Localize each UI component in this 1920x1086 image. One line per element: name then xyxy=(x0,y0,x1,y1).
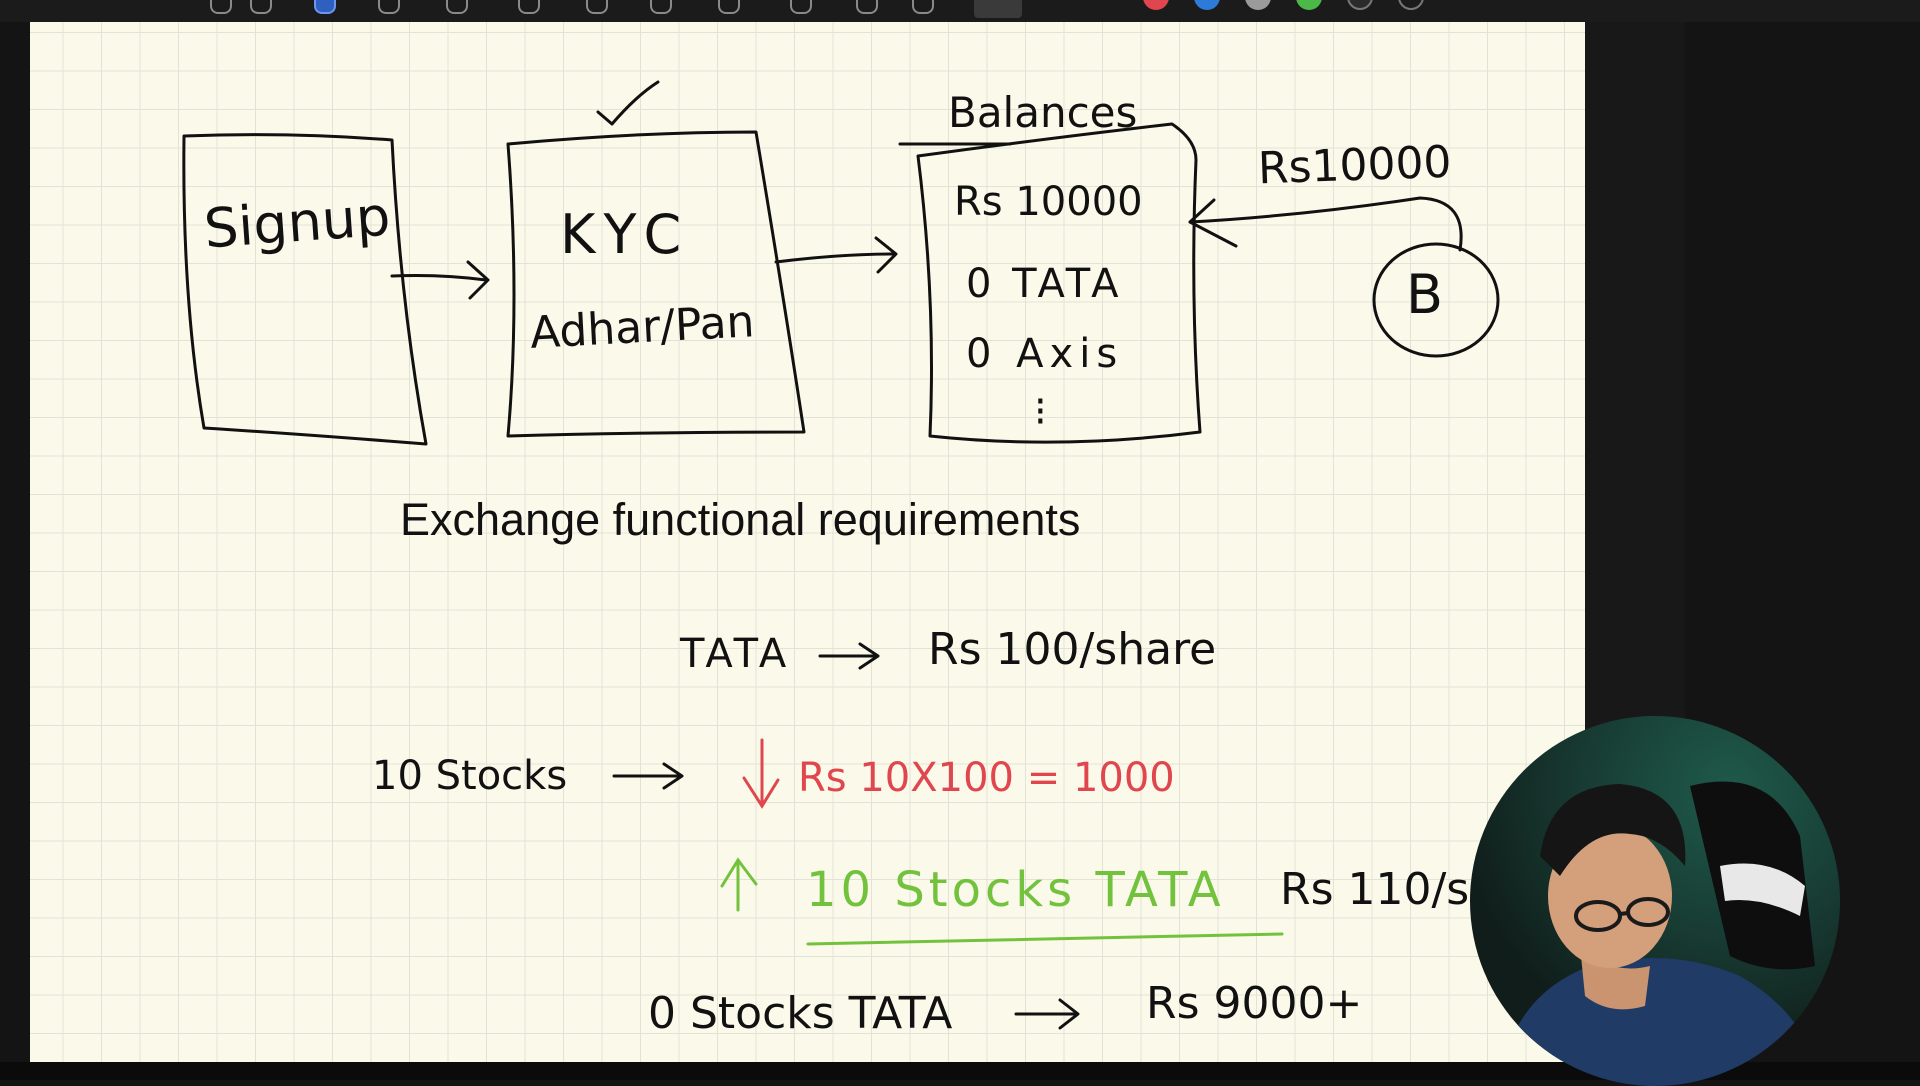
camera-icon[interactable] xyxy=(718,0,740,14)
presenter-webcam xyxy=(1470,716,1840,1086)
balance-row-axis: 0 Axis xyxy=(966,331,1124,377)
color-gray-swatch[interactable] xyxy=(1245,0,1271,10)
image-icon[interactable] xyxy=(586,0,608,14)
sticker-icon[interactable] xyxy=(650,0,672,14)
signup-label: Signup xyxy=(201,184,393,261)
text-icon[interactable] xyxy=(518,0,540,14)
color-red-swatch[interactable] xyxy=(1143,0,1169,10)
kyc-label: KYC xyxy=(560,203,692,266)
bottom-bar xyxy=(0,1062,1920,1080)
balance-row-more: ⁝ xyxy=(1034,389,1047,435)
shape-icon[interactable] xyxy=(446,0,468,14)
bank-node-label: B xyxy=(1406,263,1444,326)
presenter-avatar xyxy=(1500,781,1820,1086)
eraser-icon[interactable] xyxy=(378,0,400,14)
price-left: TATA xyxy=(680,631,791,677)
pen-icon[interactable] xyxy=(210,0,232,14)
color-blue-swatch[interactable] xyxy=(1194,0,1220,10)
kyc-sub-label: Adhar/Pan xyxy=(528,296,756,359)
credit-text: 10 Stocks TATA xyxy=(806,862,1225,918)
balance-row-tata: 0 TATA xyxy=(966,261,1123,307)
buy-left: 10 Stocks xyxy=(372,753,568,799)
debit-text: Rs 10X100 = 1000 xyxy=(798,755,1175,801)
balance-row-cash: Rs 10000 xyxy=(954,179,1143,225)
balances-label: Balances xyxy=(948,88,1138,137)
lasso-icon[interactable] xyxy=(314,0,336,14)
price-right: Rs 100/share xyxy=(928,624,1217,675)
redo-icon[interactable] xyxy=(912,0,934,14)
hand-icon[interactable] xyxy=(790,0,812,14)
undo-icon[interactable] xyxy=(856,0,878,14)
page-button[interactable] xyxy=(974,0,1022,18)
color-picker-icon[interactable] xyxy=(1398,0,1424,10)
color-green-swatch[interactable] xyxy=(1296,0,1322,10)
color-black-swatch[interactable] xyxy=(1347,0,1373,10)
toolbar xyxy=(0,0,1920,22)
incoming-amount: Rs10000 xyxy=(1257,136,1453,195)
highlighter-icon[interactable] xyxy=(250,0,272,14)
bottom-left: 0 Stocks TATA xyxy=(648,988,953,1039)
page-title: Exchange functional requirements xyxy=(400,494,1081,545)
bottom-right: Rs 9000+ xyxy=(1146,978,1363,1029)
